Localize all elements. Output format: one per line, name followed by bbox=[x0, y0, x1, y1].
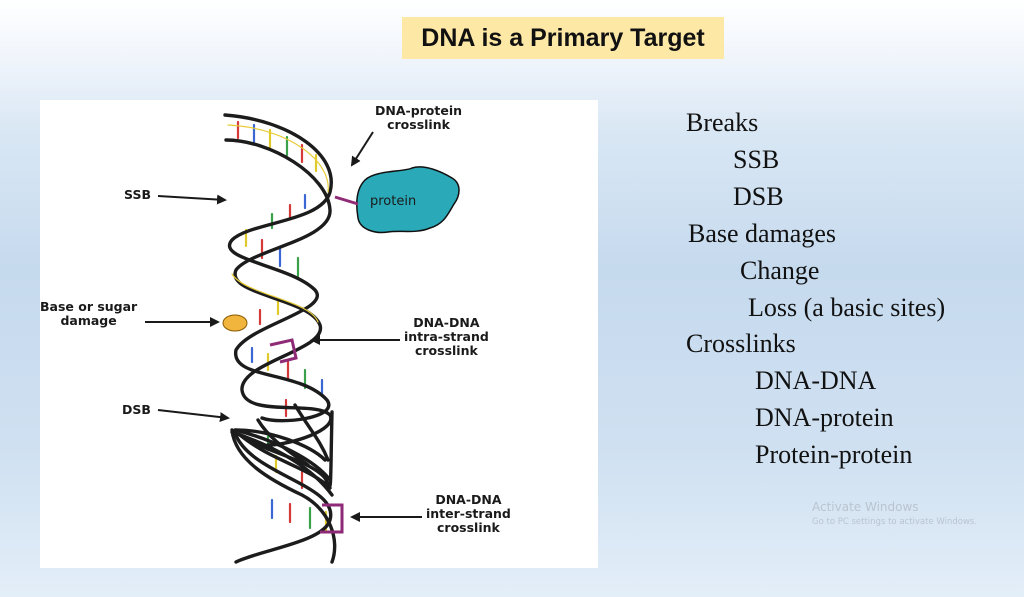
annotation-arrows bbox=[145, 131, 422, 522]
list-item-loss: Loss (a basic sites) bbox=[748, 293, 946, 322]
dna-helix-illustration bbox=[145, 113, 460, 564]
label-base-sugar-damage: Base or sugar damage bbox=[40, 299, 138, 328]
inter-strand-crosslink-bond bbox=[320, 503, 344, 534]
list-item-protein-protein: Protein-protein bbox=[755, 440, 913, 469]
list-item-ssb: SSB bbox=[733, 145, 780, 174]
label-ssb: SSB bbox=[124, 187, 151, 202]
list-item-breaks: Breaks bbox=[686, 108, 759, 137]
damage-oval bbox=[222, 314, 248, 332]
label-intra-strand-crosslink: DNA-DNA intra-strand crosslink bbox=[404, 315, 489, 358]
list-item-dna-protein: DNA-protein bbox=[755, 403, 894, 432]
list-item-dna-dna: DNA-DNA bbox=[755, 366, 877, 395]
label-dsb: DSB bbox=[122, 402, 151, 417]
list-item-dsb: DSB bbox=[733, 182, 784, 211]
label-dna-protein-crosslink: DNA-protein crosslink bbox=[375, 103, 463, 132]
protein-crosslink-bond bbox=[334, 195, 359, 206]
label-inter-strand-crosslink: DNA-DNA inter-strand crosslink bbox=[426, 492, 511, 535]
list-item-base-damages: Base damages bbox=[688, 219, 837, 248]
list-item-change: Change bbox=[740, 256, 820, 285]
slide-title: DNA is a Primary Target bbox=[402, 17, 724, 59]
intra-strand-crosslink-bond bbox=[269, 338, 298, 364]
dna-damage-diagram: DNA-protein crosslink SSB protein Base o… bbox=[40, 100, 598, 568]
protein-blob bbox=[355, 166, 460, 234]
activation-watermark: Activate Windows Go to PC settings to ac… bbox=[812, 500, 977, 527]
list-item-crosslinks: Crosslinks bbox=[686, 329, 796, 358]
dna-strands bbox=[223, 113, 337, 564]
watermark-line-2: Go to PC settings to activate Windows. bbox=[812, 517, 978, 527]
label-protein: protein bbox=[370, 194, 417, 209]
watermark-line-1: Activate Windows bbox=[812, 500, 919, 514]
base-pair-rungs bbox=[236, 120, 328, 534]
